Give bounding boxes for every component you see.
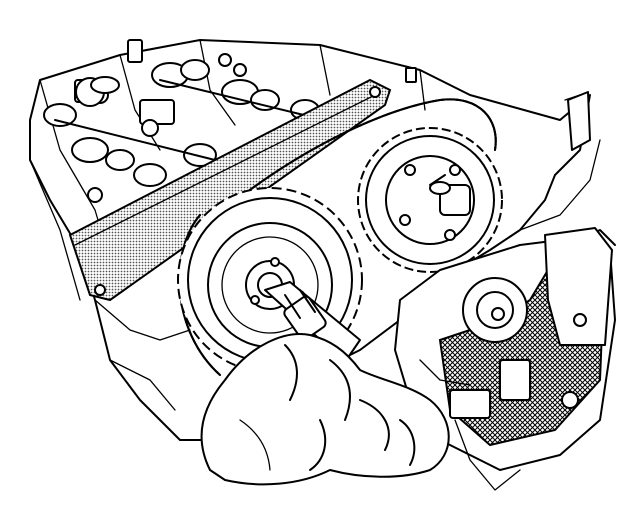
- hand-holding-wrench: [200, 333, 450, 486]
- oil-pump-housing: [394, 227, 616, 491]
- timing-chain: [178, 98, 497, 376]
- intake-sprocket-bolt: [429, 174, 471, 216]
- cam-lobes-front: [43, 103, 217, 187]
- intake-cam-sprocket: [357, 127, 503, 273]
- timing-chain-guide: [68, 78, 392, 302]
- cam-caps: [74, 39, 417, 212]
- tensioner-pulley: [462, 277, 528, 343]
- camshafts: [43, 39, 417, 212]
